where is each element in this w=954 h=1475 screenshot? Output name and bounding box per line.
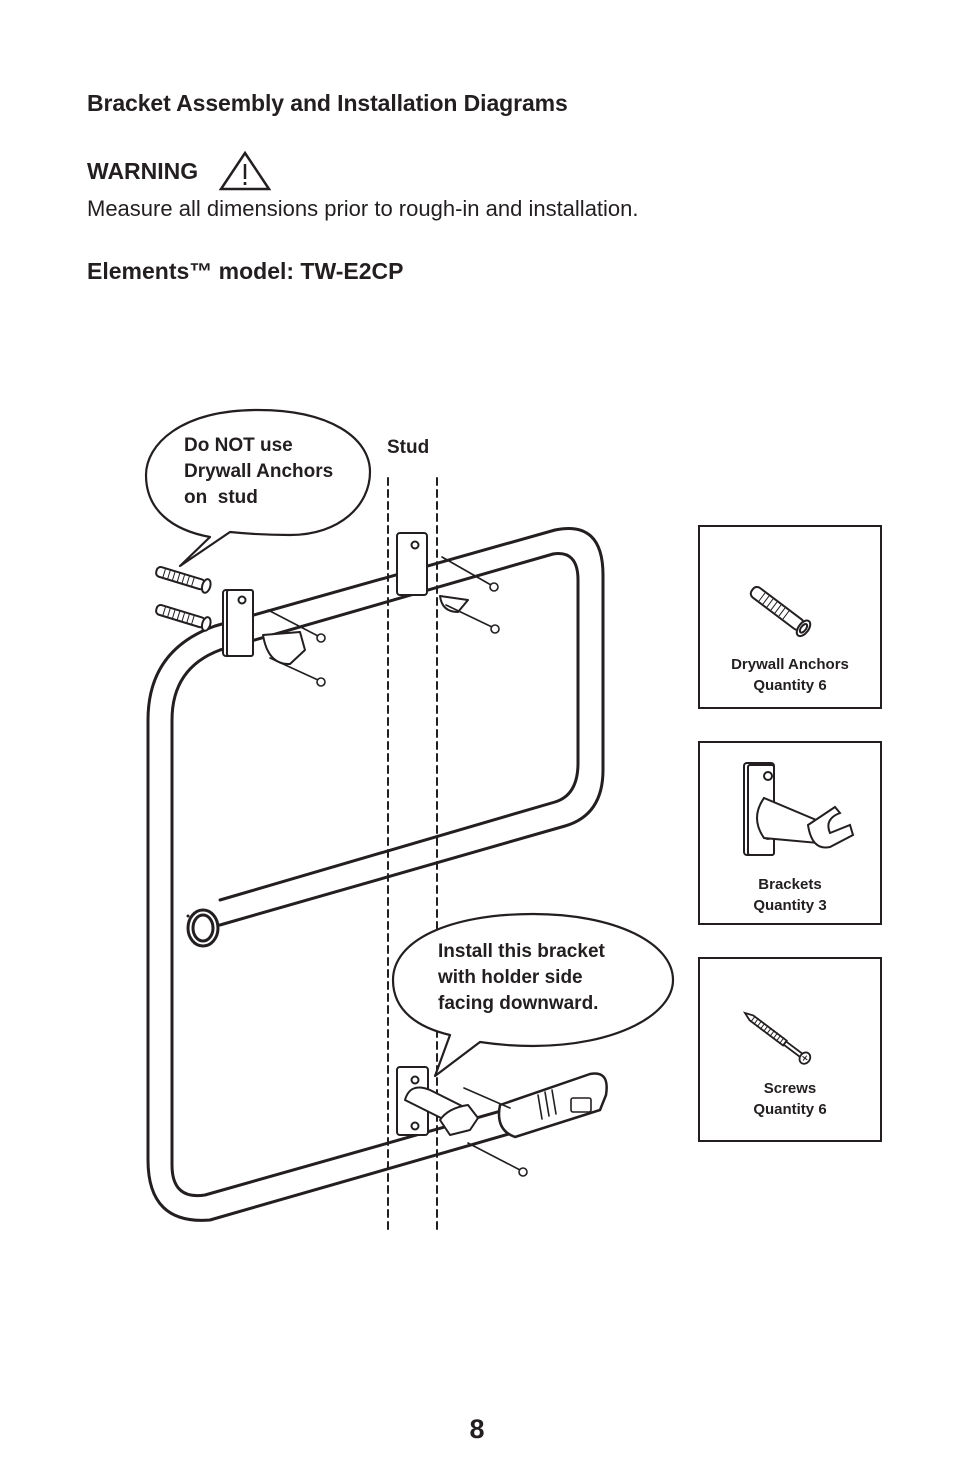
warning-label: WARNING (87, 157, 199, 184)
part-box-brackets: Brackets Quantity 3 (698, 741, 882, 925)
frame-left-inner (170, 552, 577, 1198)
stud-label: Stud (387, 437, 430, 458)
page-heading: Bracket Assembly and Installation Diagra… (87, 90, 568, 116)
towel-warmer-frame (146, 527, 605, 1222)
bracket-upper-stud (396, 532, 469, 613)
part-caption: Screws Quantity 6 (700, 1078, 880, 1120)
warning-row: WARNING (87, 150, 272, 192)
warning-text: Measure all dimensions prior to rough-in… (87, 196, 639, 221)
screws-lower-stud (463, 1087, 528, 1177)
callout-top-line: on stud (184, 487, 258, 508)
part-box-screws: Screws Quantity 6 (698, 957, 882, 1142)
part-quantity: Quantity 6 (753, 677, 827, 694)
drywall-anchors-left (155, 565, 212, 632)
callout-bubble-top (144, 408, 372, 568)
screws-upper-left (267, 609, 326, 687)
callout-bottom-line: with holder side (438, 967, 583, 988)
callout-bubble-bottom (391, 912, 675, 1078)
callout-top-line: Do NOT use (184, 435, 293, 456)
part-caption: Brackets Quantity 3 (700, 874, 880, 916)
part-name: Screws (763, 1080, 817, 1097)
frame-left-outer (146, 528, 577, 1222)
bracket-upper-left (222, 589, 306, 666)
screws-upper-stud (441, 556, 500, 634)
part-name: Drywall Anchors (731, 656, 849, 673)
screw-icon (742, 1011, 812, 1065)
model-line: Elements™ model: TW-E2CP (87, 258, 404, 284)
part-quantity: Quantity 3 (753, 897, 827, 914)
bracket-lower-stud (396, 1066, 479, 1136)
bracket-icon (743, 762, 855, 856)
frame-outer-contour (218, 527, 605, 927)
page-number: 8 (469, 1414, 485, 1444)
part-box-drywall-anchors: Drywall Anchors Quantity 6 (698, 525, 882, 709)
callout-text-top: Do NOT use Drywall Anchors on stud (184, 433, 333, 511)
callout-text-bottom: Install this bracket with holder side fa… (438, 939, 605, 1017)
frame-inner-contour (218, 552, 580, 902)
part-quantity: Quantity 6 (753, 1101, 827, 1118)
heating-element (497, 1072, 608, 1139)
part-name: Brackets (758, 876, 822, 893)
callout-top-line: Drywall Anchors (184, 461, 334, 482)
callout-bottom-line: facing downward. (438, 993, 599, 1014)
drywall-anchor-icon (749, 586, 812, 638)
callout-bottom-line: Install this bracket (438, 941, 605, 962)
part-caption: Drywall Anchors Quantity 6 (700, 654, 880, 696)
warning-triangle-icon (218, 150, 272, 191)
